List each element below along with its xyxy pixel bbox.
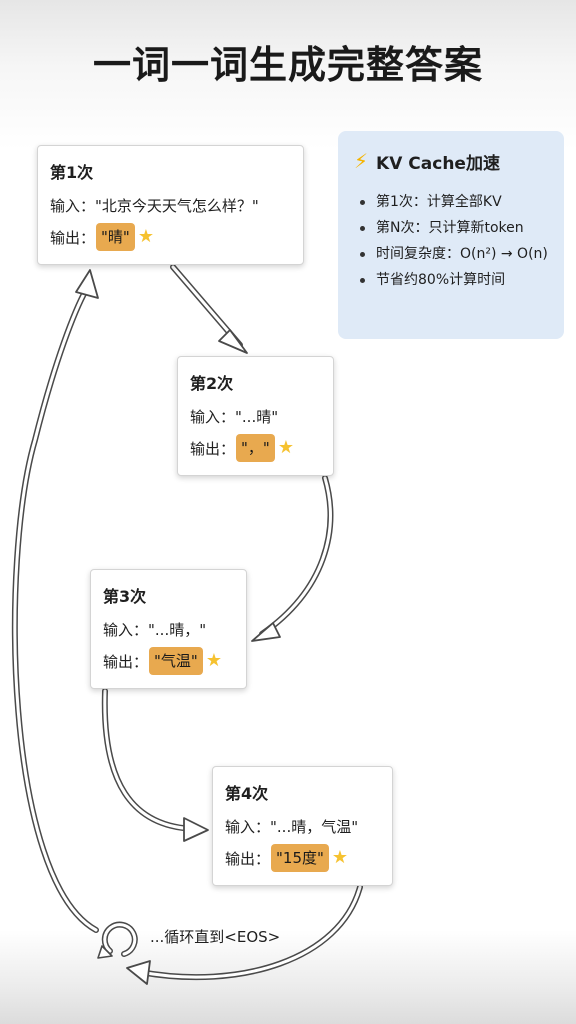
bottom-background (0, 930, 576, 1024)
output-token: "15度" (271, 844, 329, 872)
arrow-step1-to-step2 (170, 264, 248, 354)
arrow-step4-to-loop (126, 884, 363, 985)
loop-label: ...循环直到<EOS> (150, 928, 281, 946)
step-card-2: 第2次 输入："...晴" 输出："，"★ (177, 356, 334, 476)
input-label: 输入： (103, 621, 149, 639)
arrow-step3-to-step4 (101, 688, 209, 842)
kv-cache-list: 第1次：计算全部KV 第N次：只计算新token 时间复杂度：O(n²) → O… (354, 191, 550, 291)
input-line: 输入："...晴，" (103, 619, 234, 641)
output-token: "晴" (96, 223, 135, 251)
output-line: 输出："，"★ (190, 434, 321, 462)
output-token: "气温" (149, 647, 203, 675)
input-value: "北京今天天气怎么样？" (95, 197, 259, 215)
kv-cache-header: ⚡ KV Cache加速 (354, 147, 550, 175)
step-label: 第2次 (190, 374, 234, 393)
output-line: 输出："15度"★ (225, 844, 380, 872)
arrow-step2-to-step3 (251, 475, 334, 642)
arrow-loop-to-step1 (11, 269, 99, 933)
input-line: 输入："北京今天天气怎么样？" (50, 195, 291, 217)
step-label: 第4次 (225, 784, 269, 803)
loop-icon (97, 921, 138, 959)
list-item: 第1次：计算全部KV (354, 191, 550, 213)
input-value: "...晴，气温" (270, 818, 359, 836)
output-token: "，" (236, 434, 275, 462)
list-item: 时间复杂度：O(n²) → O(n) (354, 243, 550, 265)
kv-cache-title: KV Cache加速 (376, 153, 500, 174)
kv-cache-panel: ⚡ KV Cache加速 第1次：计算全部KV 第N次：只计算新token 时间… (338, 131, 564, 339)
step-card-3: 第3次 输入："...晴，" 输出："气温"★ (90, 569, 247, 689)
output-label: 输出： (190, 439, 236, 458)
output-label: 输出： (103, 652, 149, 671)
input-line: 输入："...晴" (190, 406, 321, 428)
star-icon: ★ (205, 650, 222, 671)
input-label: 输入： (50, 197, 96, 215)
input-value: "...晴，" (148, 621, 207, 639)
output-label: 输出： (225, 849, 271, 868)
list-item: 节省约80%计算时间 (354, 269, 550, 291)
step-label: 第1次 (50, 163, 94, 182)
input-label: 输入： (225, 818, 271, 836)
input-line: 输入："...晴，气温" (225, 816, 380, 838)
star-icon: ★ (277, 437, 294, 458)
input-value: "...晴" (235, 408, 279, 426)
output-line: 输出："气温"★ (103, 647, 234, 675)
list-item: 第N次：只计算新token (354, 217, 550, 239)
step-card-4: 第4次 输入："...晴，气温" 输出："15度"★ (212, 766, 393, 886)
output-line: 输出："晴"★ (50, 223, 291, 251)
star-icon: ★ (137, 226, 154, 247)
star-icon: ★ (331, 847, 349, 868)
top-background (0, 0, 576, 150)
page-title: 一词一词生成完整答案 (92, 43, 483, 87)
lightning-icon: ⚡ (354, 149, 369, 173)
step-label: 第3次 (103, 587, 147, 606)
output-label: 输出： (50, 228, 96, 247)
input-label: 输入： (190, 408, 236, 426)
step-card-1: 第1次 输入："北京今天天气怎么样？" 输出："晴"★ (37, 145, 304, 265)
